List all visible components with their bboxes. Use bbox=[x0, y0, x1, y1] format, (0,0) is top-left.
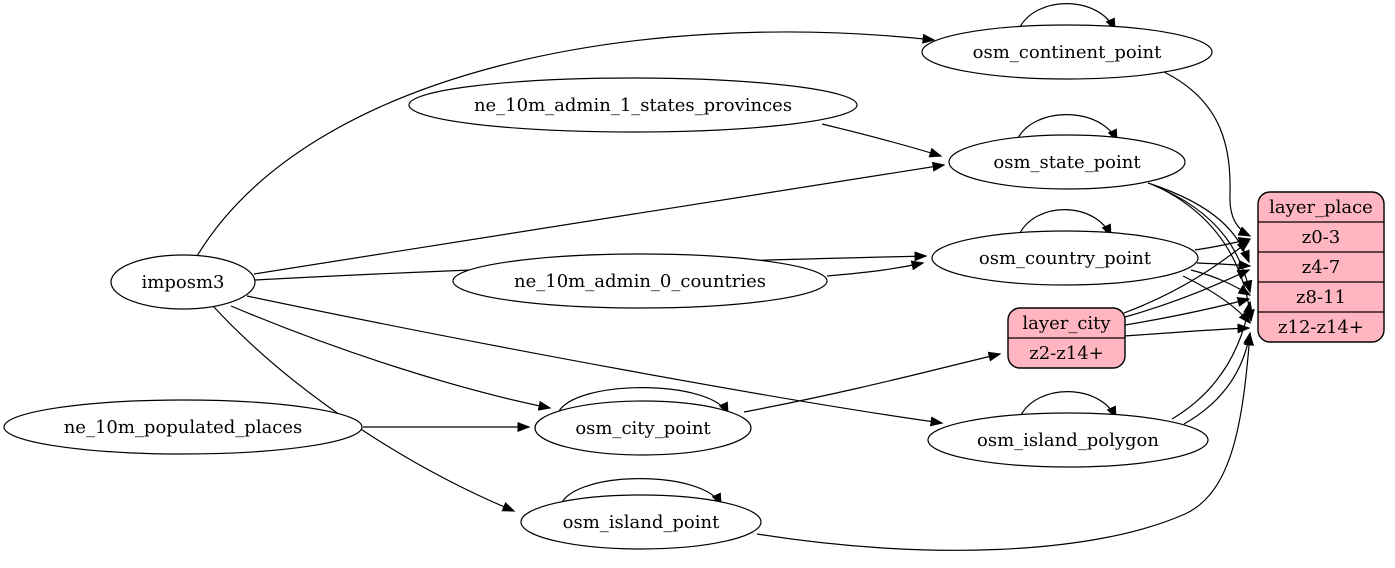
node-osm_country_point: osm_country_point bbox=[931, 230, 1199, 286]
node-osm_state_point: osm_state_point bbox=[948, 134, 1186, 190]
edge-layer_city-to-layer_place-z4-7 bbox=[1124, 269, 1251, 318]
node-imposm3: imposm3 bbox=[110, 254, 256, 310]
edge-layer_city-to-layer_place-z0-3 bbox=[1123, 240, 1251, 314]
record-row-layer_place-4: z12-z14+ bbox=[1278, 317, 1364, 338]
edge-imposm3-to-osm_city_point bbox=[230, 305, 552, 411]
self-loop-osm_city_point bbox=[557, 387, 729, 416]
node-layer_place: layer_place z0-3 z4-7 z8-11 z12-z14+ bbox=[1257, 191, 1385, 343]
node-label-ne_10m_populated_places: ne_10m_populated_places bbox=[64, 417, 303, 438]
edge-osm_island_polygon-to-layer_place-z12-z14+ bbox=[1183, 331, 1253, 425]
edge-layer_city-to-layer_place-z12-z14+ bbox=[1124, 323, 1251, 337]
ellipse-shape-osm_continent_point bbox=[921, 24, 1213, 80]
node-label-osm_island_polygon: osm_island_polygon bbox=[977, 430, 1159, 451]
edge-ne_10m_admin_1_states_provinces-to-osm_state_point bbox=[821, 123, 943, 158]
record-title-layer_place-0: layer_place bbox=[1269, 197, 1373, 218]
record-title-layer_city-0: layer_city bbox=[1022, 313, 1111, 334]
node-label-osm_city_point: osm_city_point bbox=[575, 418, 711, 439]
ellipse-shape-ne_10m_admin_0_countries bbox=[452, 253, 828, 309]
self-loop-osm_state_point bbox=[1016, 114, 1118, 143]
edge-osm_country_point-to-layer_place-z0-3 bbox=[1194, 236, 1252, 251]
record-row-layer_place-2: z4-7 bbox=[1302, 257, 1340, 278]
ellipse-shape-ne_10m_populated_places bbox=[3, 399, 363, 455]
edge-layer_city-to-layer_place-z8-11 bbox=[1124, 297, 1251, 326]
edge-osm_island_polygon-to-layer_place-z8-11 bbox=[1171, 300, 1253, 420]
ellipse-shape-imposm3 bbox=[110, 254, 256, 310]
record-row-layer_city-1: z2-z14+ bbox=[1029, 343, 1104, 364]
node-osm_island_point: osm_island_point bbox=[520, 494, 762, 550]
ellipse-shape-osm_island_polygon bbox=[927, 412, 1209, 468]
edge-osm_city_point-to-layer_city-z2-z14+ bbox=[743, 351, 1002, 413]
node-osm_continent_point: osm_continent_point bbox=[921, 24, 1213, 80]
edge-osm_country_point-to-layer_place-z4-7 bbox=[1196, 260, 1252, 271]
edge-ne_10m_admin_0_countries-to-osm_country_point bbox=[826, 260, 925, 277]
ellipse-shape-osm_city_point bbox=[534, 400, 752, 456]
node-label-osm_state_point: osm_state_point bbox=[993, 152, 1141, 173]
ellipse-shape-osm_country_point bbox=[931, 230, 1199, 286]
self-loop-osm_continent_point bbox=[1018, 3, 1116, 32]
edge-osm_country_point-to-layer_place-z12-z14+ bbox=[1182, 275, 1251, 325]
node-layer_city: layer_city z2-z14+ bbox=[1007, 307, 1126, 369]
ellipse-shape-osm_state_point bbox=[948, 134, 1186, 190]
node-osm_island_polygon: osm_island_polygon bbox=[927, 412, 1209, 468]
node-ne_10m_admin_0_countries: ne_10m_admin_0_countries bbox=[452, 253, 828, 309]
ellipse-shape-ne_10m_admin_1_states_provinces bbox=[408, 77, 858, 133]
record-row-layer_place-3: z8-11 bbox=[1296, 287, 1346, 308]
record-shape-layer_place bbox=[1257, 191, 1385, 343]
record-row-layer_place-1: z0-3 bbox=[1302, 227, 1340, 248]
edge-imposm3-to-osm_continent_point bbox=[196, 31, 936, 257]
ellipse-shape-osm_island_point bbox=[520, 494, 762, 550]
node-label-osm_island_point: osm_island_point bbox=[563, 512, 720, 533]
node-ne_10m_admin_1_states_provinces: ne_10m_admin_1_states_provinces bbox=[408, 77, 858, 133]
edge-osm_state_point-to-layer_place-z4-7 bbox=[1147, 182, 1250, 264]
node-label-ne_10m_admin_1_states_provinces: ne_10m_admin_1_states_provinces bbox=[474, 95, 792, 116]
node-ne_10m_populated_places: ne_10m_populated_places bbox=[3, 399, 363, 455]
node-label-osm_continent_point: osm_continent_point bbox=[973, 42, 1162, 63]
self-loop-osm_country_point bbox=[1018, 209, 1112, 238]
node-label-imposm3: imposm3 bbox=[142, 272, 225, 293]
self-loop-osm_island_point bbox=[560, 478, 722, 507]
node-label-ne_10m_admin_0_countries: ne_10m_admin_0_countries bbox=[514, 271, 766, 292]
edge-imposm3-to-osm_island_polygon bbox=[246, 295, 944, 427]
edge-osm_island_point-to-layer_place-z12-z14+ bbox=[756, 332, 1255, 551]
edge-osm_state_point-to-layer_place-z8-11 bbox=[1152, 184, 1253, 294]
edge-osm_continent_point-to-layer_place-z0-3 bbox=[1163, 71, 1252, 237]
self-loop-osm_island_polygon bbox=[1019, 391, 1117, 420]
node-osm_city_point: osm_city_point bbox=[534, 400, 752, 456]
node-label-osm_country_point: osm_country_point bbox=[979, 248, 1152, 269]
